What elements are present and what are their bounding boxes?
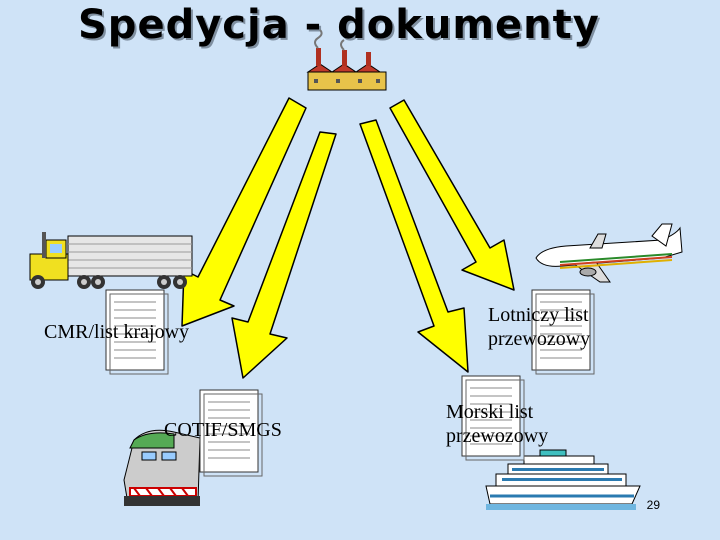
label-sea: Morski list przewozowy bbox=[446, 400, 548, 448]
arrow-to-air bbox=[389, 99, 515, 291]
label-air-line1: Lotniczy list bbox=[488, 304, 589, 326]
slide-title: Spedycja - dokumenty bbox=[78, 2, 600, 48]
label-air: Lotniczy list przewozowy bbox=[488, 303, 590, 351]
ship-icon bbox=[485, 449, 641, 510]
arrow-to-cmr bbox=[181, 97, 307, 327]
label-cmr: CMR/list krajowy bbox=[44, 321, 190, 343]
label-sea-line2: przewozowy bbox=[446, 425, 549, 447]
document-icon bbox=[105, 289, 169, 375]
train-icon bbox=[123, 429, 201, 506]
airplane-icon bbox=[535, 223, 683, 283]
label-air-line2: przewozowy bbox=[488, 328, 591, 350]
label-cotif: COTIF/SMGS bbox=[164, 419, 282, 441]
document-icon bbox=[461, 375, 525, 461]
label-sea-line1: Morski list bbox=[446, 401, 534, 423]
document-icon bbox=[199, 389, 263, 477]
arrow-to-sea bbox=[359, 119, 469, 373]
document-icon bbox=[531, 289, 595, 375]
truck-icon bbox=[29, 232, 193, 289]
page-number: 29 bbox=[646, 498, 660, 512]
arrow-to-cotif bbox=[231, 131, 337, 379]
factory-icon bbox=[306, 29, 387, 91]
